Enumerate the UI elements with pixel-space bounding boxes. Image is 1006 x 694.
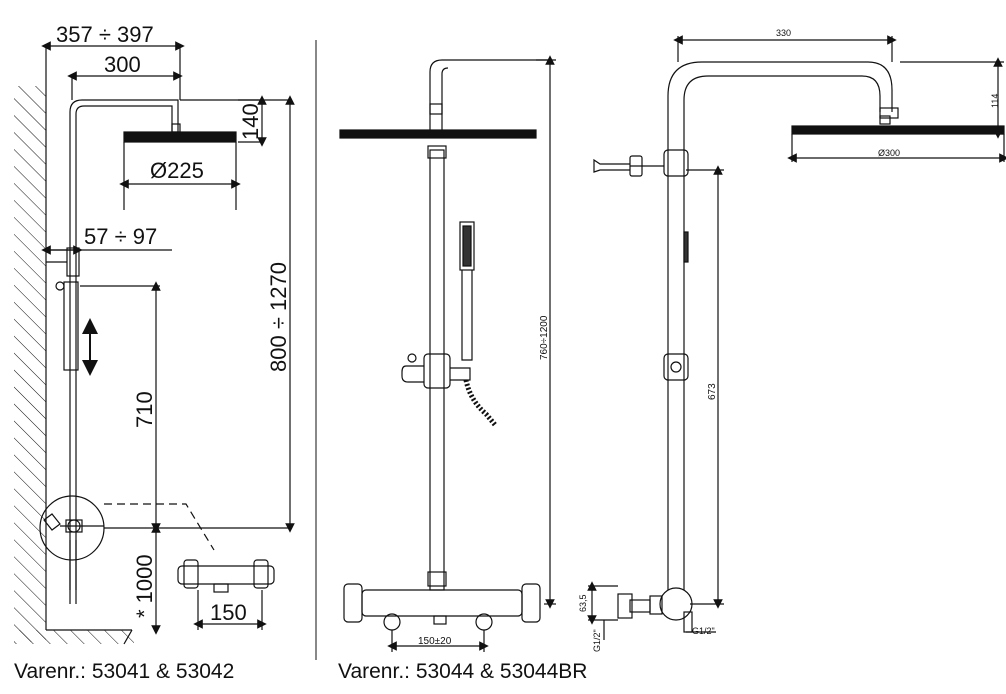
wall-valve xyxy=(39,495,105,561)
front-hand-shower xyxy=(459,221,475,271)
right-caption: Varenr.: 53044 & 53044BR xyxy=(338,660,587,683)
dim-wall-distance-label: 57 ÷ 97 xyxy=(84,224,157,249)
dim-valve-spacing-label: 150 xyxy=(210,600,247,625)
front-view-drawing xyxy=(339,55,556,652)
side-inlet-height-label: 63,5 xyxy=(578,594,588,612)
valve-detail xyxy=(177,565,275,585)
left-drawing xyxy=(14,41,295,645)
dim-slide-height-label: 710 xyxy=(132,391,157,428)
side-riser-height-label: 673 xyxy=(707,383,718,400)
side-view-drawing xyxy=(587,35,1006,640)
dim-total-width-label: 357 ÷ 397 xyxy=(56,22,154,47)
hand-shower xyxy=(63,281,79,371)
dim-total-height-label: 800 ÷ 1270 xyxy=(266,262,291,372)
wall-bracket xyxy=(66,247,80,277)
floor xyxy=(14,630,134,644)
dim-head-diameter-label: Ø225 xyxy=(150,158,204,183)
side-inlet-left-label: G1/2" xyxy=(592,629,602,652)
side-head-height-label: 114 xyxy=(990,94,1000,108)
side-head-diameter-label: Ø300 xyxy=(878,148,900,158)
left-caption: Varenr.: 53041 & 53042 xyxy=(14,660,234,683)
front-riser xyxy=(429,149,445,591)
side-inlet-right-label: G1/2" xyxy=(692,626,715,636)
side-arm-width-label: 330 xyxy=(776,28,791,38)
wall xyxy=(14,86,46,642)
front-hose xyxy=(463,379,498,428)
dim-head-height-label: 140 xyxy=(238,103,263,140)
side-valve xyxy=(659,587,693,621)
front-height-label: 760÷1200 xyxy=(539,315,550,360)
dim-arm-width-label: 300 xyxy=(104,52,141,77)
front-valve-spacing-label: 150±20 xyxy=(418,636,452,647)
front-shower-head xyxy=(339,129,537,139)
riser-pipe xyxy=(69,99,179,604)
side-shower-head xyxy=(791,125,1005,135)
dim-mount-height-label: * 1000 xyxy=(132,554,157,618)
front-thermostat xyxy=(361,589,523,617)
shower-head xyxy=(123,131,237,143)
